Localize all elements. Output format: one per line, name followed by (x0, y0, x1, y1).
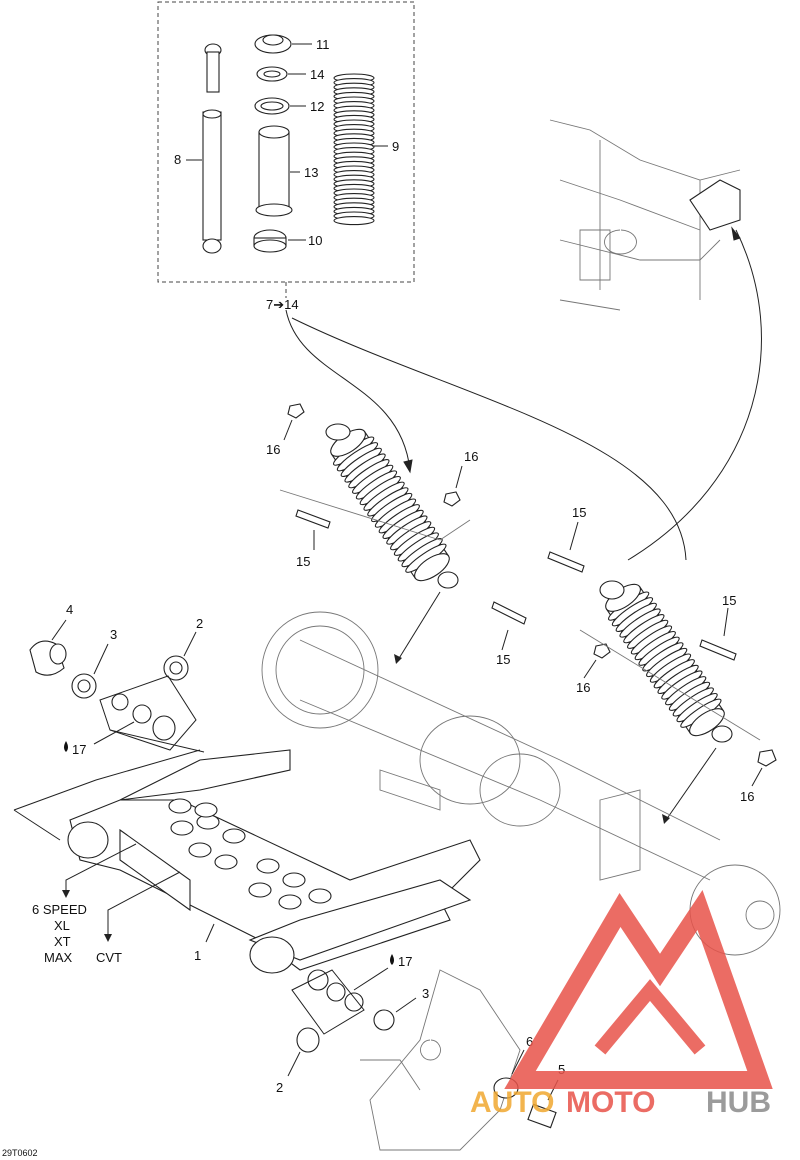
callout-1: 1 (194, 948, 201, 963)
callout-5: 5 (558, 1062, 565, 1077)
shock-bolt-upper-left (295, 509, 331, 550)
lubricant-drop-icon (64, 741, 68, 752)
pivot-bushing-part (29, 619, 67, 676)
shock-bolt-right (699, 607, 737, 661)
callout-15-c: 15 (496, 652, 510, 667)
washer-part (254, 97, 306, 115)
adjuster-ring-part (253, 229, 306, 253)
variant-arrows (62, 843, 181, 942)
shock-nut-upper-left (283, 403, 305, 441)
shock-bolt-upper-right (547, 521, 585, 573)
shock-body-part (186, 43, 222, 254)
svg-text:MOTO: MOTO (566, 1086, 655, 1119)
callout-16-c: 16 (576, 680, 590, 695)
pivot-bearing-set-upper (93, 675, 205, 753)
figure-code: 29T0602 (2, 1148, 38, 1158)
variant-label-cvt: CVT (96, 950, 122, 965)
callout-14: 14 (310, 67, 324, 82)
callout-16-d: 16 (740, 789, 754, 804)
chassis-leader (627, 229, 762, 561)
callout-6: 6 (526, 1034, 533, 1049)
variant-label-6-speed: 6 SPEED (32, 902, 87, 917)
callout-15-d: 15 (722, 593, 736, 608)
callout-17-b: 17 (398, 954, 412, 969)
callout-11: 11 (316, 37, 330, 52)
rear-axle-housing (261, 611, 781, 956)
lower-frame-bracket (360, 969, 521, 1151)
callout-2-b: 2 (276, 1080, 283, 1095)
chassis-frame-detail (549, 119, 741, 311)
callout-8: 8 (174, 152, 181, 167)
callout-16-b: 16 (464, 449, 478, 464)
shock-bolt-lower-left (491, 601, 527, 651)
retaining-ring-part (256, 66, 306, 82)
rear-shock-right (599, 580, 733, 743)
callout-15-a: 15 (296, 554, 310, 569)
callout-17-a: 17 (72, 742, 86, 757)
shock-nut-right-low (751, 749, 777, 787)
spring-seat-part (254, 34, 312, 54)
shock-kit-box (157, 1, 415, 298)
automotohub-logo: AUTO MOTO HUB (470, 890, 773, 1119)
rear-shock-left (325, 423, 459, 589)
kit-range-label: 7➔14 (266, 297, 299, 312)
variant-label-max: MAX (44, 950, 73, 965)
kit-leader-left (285, 309, 411, 471)
callout-10: 10 (308, 233, 322, 248)
svg-text:AUTO: AUTO (470, 1086, 554, 1119)
coil-spring-part (333, 73, 375, 226)
lubricant-drop-icon-lower (390, 954, 394, 965)
svg-text:HUB: HUB (706, 1086, 771, 1119)
callout-2-a: 2 (196, 616, 203, 631)
callout-13: 13 (304, 165, 318, 180)
callout-15-b: 15 (572, 505, 586, 520)
callout-16-a: 16 (266, 442, 280, 457)
callout-3-b: 3 (422, 986, 429, 1001)
callout-12: 12 (310, 99, 324, 114)
bump-sleeve-part (255, 125, 300, 217)
kit-leader-right (291, 317, 687, 561)
callout-4: 4 (66, 602, 73, 617)
swing-arm-part (67, 749, 481, 974)
pivot-bearing-upper (163, 631, 197, 681)
variant-label-xl: XL (54, 918, 70, 933)
callout-3-a: 3 (110, 627, 117, 642)
pivot-bearing-set-lower (287, 967, 417, 1077)
callout-9: 9 (392, 139, 399, 154)
pivot-seal-upper (71, 643, 109, 699)
shock-nut-left-mid (443, 465, 463, 507)
shock-nut-right-mid (583, 643, 611, 679)
variant-label-xt: XT (54, 934, 71, 949)
